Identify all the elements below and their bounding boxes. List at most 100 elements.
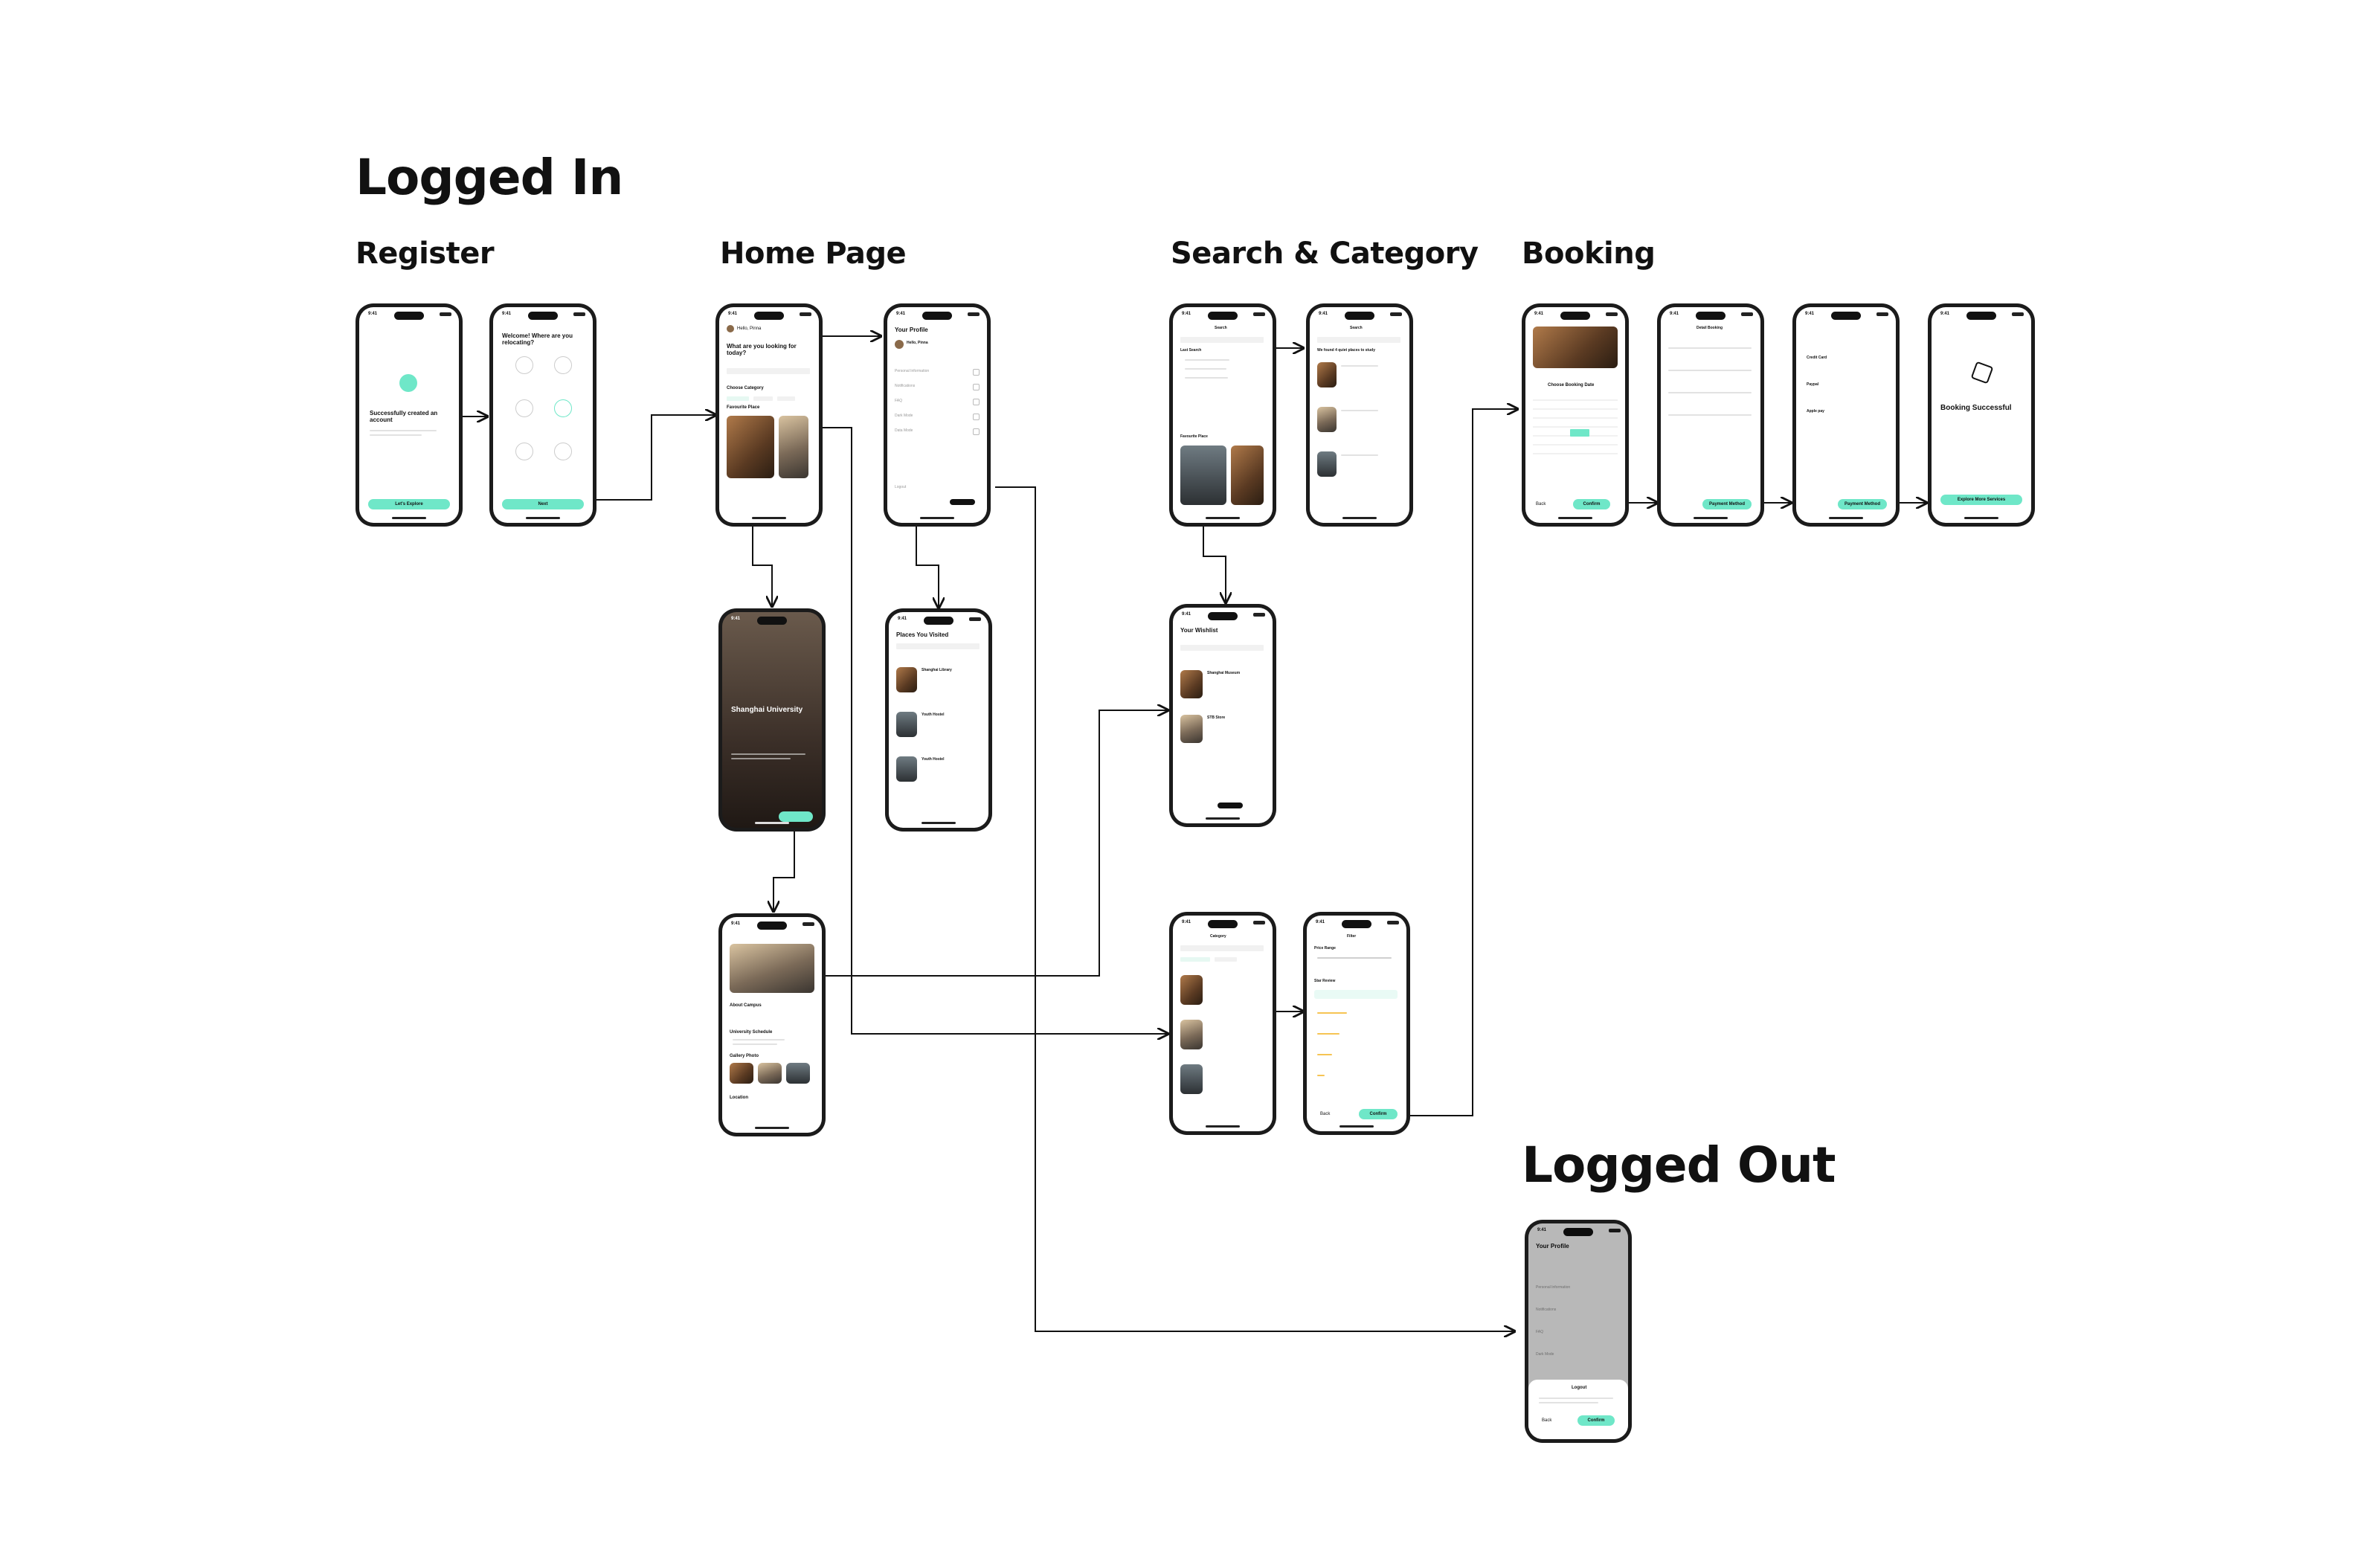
profile-item-notifications[interactable]: Notifications [895, 384, 916, 388]
payment-method-button[interactable]: Payment Method [1702, 499, 1752, 509]
toggle-icon[interactable] [973, 414, 980, 420]
wishlist-item-name[interactable]: STB Store [1207, 715, 1226, 720]
phone-filter: 9:41 Filter Price Range Star Review Back… [1303, 912, 1410, 1135]
category-chip[interactable] [777, 396, 795, 401]
payment-paypal[interactable]: Paypal [1807, 382, 1819, 387]
back-button[interactable]: Back [1536, 502, 1546, 506]
profile-item-faq[interactable]: FAQ [895, 399, 903, 403]
search-input[interactable] [1180, 337, 1264, 343]
wishlist-title: Your Wishlist [1180, 627, 1218, 634]
result-thumbnail[interactable] [1317, 362, 1337, 387]
phone-register-welcome: 9:41 Welcome! Where are you relocating? … [489, 303, 596, 527]
phone-campus-info: 9:41 About Campus University Schedule Ga… [718, 913, 826, 1136]
heading-logged-in: Logged In [356, 149, 623, 206]
explore-more-button[interactable]: Explore More Services [1940, 495, 2022, 505]
search-input[interactable] [1317, 337, 1400, 343]
star-option[interactable] [1317, 1033, 1339, 1035]
heading-register: Register [356, 237, 495, 271]
phone-wishlist: 9:41 Your Wishlist Shanghai Museum STB S… [1169, 604, 1276, 827]
city-option-icon[interactable] [515, 356, 533, 374]
gallery-photo[interactable] [758, 1063, 782, 1084]
star-option[interactable] [1317, 1012, 1347, 1014]
phone-register-success: 9:41 Successfully created an account Let… [356, 303, 463, 527]
star-option[interactable] [1317, 1075, 1325, 1076]
result-thumbnail[interactable] [1317, 407, 1337, 432]
back-button[interactable]: Back [1320, 1112, 1331, 1116]
lets-explore-button[interactable]: Let's Explore [368, 499, 450, 509]
profile-item-data-mode[interactable]: Data Mode [895, 428, 913, 433]
place-thumbnail [896, 712, 917, 737]
place-thumbnail [896, 667, 917, 692]
location-label: Location [730, 1096, 748, 1100]
favourite-places-label: Favourite Place [727, 405, 760, 410]
result-thumbnail[interactable] [1317, 451, 1337, 477]
connector-campus-to-wishlist [824, 710, 1168, 977]
next-button[interactable]: Next [502, 499, 584, 509]
favourite-place-card[interactable] [779, 416, 808, 478]
profile-item-personal-information[interactable]: Personal Information [1536, 1285, 1571, 1290]
profile-item-personal-information[interactable]: Personal Information [895, 369, 930, 373]
price-range-slider[interactable] [1317, 957, 1392, 959]
payment-method-button[interactable]: Payment Method [1838, 499, 1887, 509]
last-search-label: Last Search [1180, 348, 1202, 353]
payment-credit-card[interactable]: Credit Card [1807, 356, 1827, 360]
city-option-icon[interactable] [515, 399, 533, 417]
phone-payment-method: 9:41 Credit Card Paypal Apple pay Paymen… [1792, 303, 1900, 527]
wishlist-tab-active[interactable] [1218, 803, 1243, 808]
category-chip[interactable] [1180, 957, 1210, 962]
city-option-selected-icon[interactable] [554, 399, 572, 417]
city-option-icon[interactable] [554, 443, 572, 460]
gallery-photo[interactable] [786, 1063, 810, 1084]
favourite-place-card[interactable] [1231, 446, 1264, 505]
phone-category: 9:41 Category [1169, 912, 1276, 1135]
profile-tab-active[interactable] [950, 499, 975, 505]
search-input[interactable] [896, 643, 980, 649]
category-thumbnail[interactable] [1180, 1064, 1203, 1094]
profile-item-dark-mode[interactable]: Dark Mode [1536, 1352, 1554, 1357]
gallery-photo[interactable] [730, 1063, 753, 1084]
university-name: Shanghai University [731, 706, 803, 714]
profile-name: Hello, Pinna [907, 341, 928, 345]
calendar-grid[interactable] [1533, 393, 1618, 462]
city-option-icon[interactable] [515, 443, 533, 460]
profile-item-dark-mode[interactable]: Dark Mode [895, 414, 913, 418]
logout-item[interactable]: Logout [895, 485, 907, 489]
selected-date-range[interactable] [1570, 429, 1589, 437]
home-question: What are you looking for today? [727, 343, 797, 357]
visited-place-name[interactable]: Shanghai Library [922, 668, 952, 672]
confirm-button[interactable]: Confirm [1573, 499, 1610, 509]
booking-success-title: Booking Successful [1940, 404, 2012, 412]
favourite-place-card[interactable] [1180, 446, 1226, 505]
wishlist-thumbnail [1180, 715, 1203, 743]
favourite-place-card[interactable] [727, 416, 774, 478]
wishlist-item-name[interactable]: Shanghai Museum [1207, 671, 1241, 675]
star-option[interactable] [1317, 1054, 1332, 1055]
logout-confirm-button[interactable]: Confirm [1577, 1415, 1615, 1426]
search-title: Search [1350, 326, 1363, 330]
category-thumbnail[interactable] [1180, 1020, 1203, 1049]
profile-item-faq[interactable]: FAQ [1536, 1330, 1544, 1334]
book-now-button[interactable] [779, 811, 813, 822]
category-chip[interactable] [753, 396, 773, 401]
chevron-right-icon [973, 369, 980, 376]
city-option-icon[interactable] [554, 356, 572, 374]
search-input[interactable] [727, 368, 810, 374]
star-option-selected[interactable] [1314, 990, 1398, 999]
category-thumbnail[interactable] [1180, 975, 1203, 1005]
phone-booking-success: 9:41 Booking Successful Explore More Ser… [1928, 303, 2035, 527]
connector-profile-to-visited [916, 521, 939, 608]
category-chip[interactable] [727, 396, 749, 401]
logout-back-button[interactable]: Back [1542, 1418, 1552, 1423]
connector-home-to-detail [752, 521, 772, 606]
confirm-button[interactable]: Confirm [1359, 1109, 1398, 1119]
visited-place-name[interactable]: Youth Hostel [922, 757, 945, 762]
phone-booking-date: 9:41 Choose Booking Date Back Confirm [1522, 303, 1629, 527]
payment-apple-pay[interactable]: Apple pay [1807, 409, 1824, 414]
visited-place-name[interactable]: Youth Hostel [922, 713, 945, 717]
toggle-icon[interactable] [973, 428, 980, 435]
profile-item-notifications[interactable]: Notifications [1536, 1308, 1557, 1312]
category-chip[interactable] [1215, 957, 1237, 962]
search-input[interactable] [1180, 945, 1264, 951]
search-input[interactable] [1180, 645, 1264, 651]
greeting: Hello, Pinna [737, 327, 762, 331]
